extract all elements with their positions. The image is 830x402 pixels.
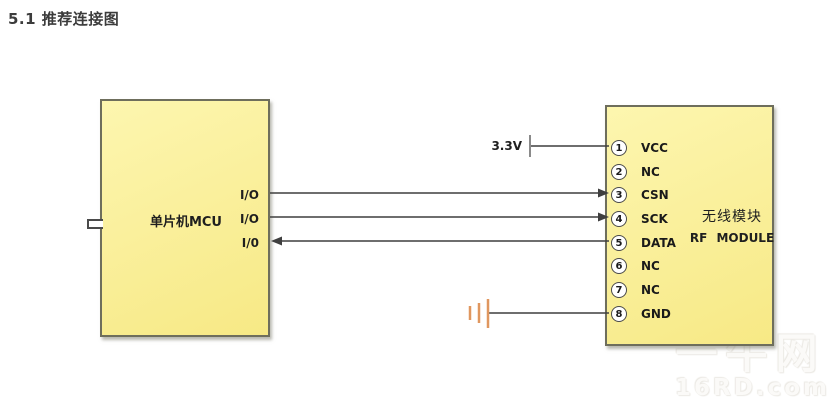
mcu-name: 单片机MCU	[149, 215, 222, 230]
pin-row-vcc: 1 VCC	[611, 140, 668, 156]
pin-label: CSN	[641, 188, 669, 202]
pin-number-circle: 2	[611, 164, 627, 180]
mcu-connector-tab	[87, 219, 103, 229]
pin-label: GND	[641, 307, 671, 321]
pin-row-nc6: 6 NC	[611, 258, 660, 274]
arrow-into-mcu	[271, 236, 282, 246]
pin-number-circle: 5	[611, 235, 627, 251]
pin-row-sck: 4 SCK	[611, 211, 668, 227]
arrowheads	[271, 188, 609, 246]
pin-label: NC	[641, 165, 660, 179]
watermark-domain: 16RD.com	[675, 375, 830, 401]
pin-row-nc2: 2 NC	[611, 164, 660, 180]
rf-module-name-cn: 无线模块	[702, 209, 762, 225]
pin-number-circle: 7	[611, 282, 627, 298]
pin-row-csn: 3 CSN	[611, 187, 669, 203]
pin-label: NC	[641, 283, 660, 297]
pin-number-circle: 3	[611, 187, 627, 203]
supply-voltage-label: 3.3V	[491, 139, 522, 153]
signal-wires	[270, 145, 609, 314]
ground-icon	[468, 299, 490, 328]
pin-label: DATA	[641, 236, 676, 250]
rf-module-title: 无线模块 RF MODULE	[662, 208, 802, 246]
pin-number-circle: 1	[611, 140, 627, 156]
mcu-io-pin-data: I/0	[241, 236, 259, 250]
pin-row-gnd: 8 GND	[611, 306, 671, 322]
pin-label: SCK	[641, 212, 668, 226]
pin-row-nc7: 7 NC	[611, 282, 660, 298]
page-title: 5.1 推荐连接图	[8, 10, 120, 28]
mcu-io-pin-csn: I/O	[239, 188, 259, 202]
pin-label: VCC	[641, 141, 668, 155]
pin-number-circle: 8	[611, 306, 627, 322]
pin-row-data: 5 DATA	[611, 235, 676, 251]
pin-number-circle: 6	[611, 258, 627, 274]
pin-number-circle: 4	[611, 211, 627, 227]
rf-module-name-en: RF MODULE	[689, 231, 775, 245]
mcu-box: 单片机MCU I/O I/O I/0	[87, 99, 270, 337]
rf-module-box: 无线模块 RF MODULE 1 VCC 2 NC 3 CSN 4 SCK 5 …	[605, 105, 774, 346]
mcu-io-pin-sck: I/O	[239, 212, 259, 226]
pin-label: NC	[641, 259, 660, 273]
